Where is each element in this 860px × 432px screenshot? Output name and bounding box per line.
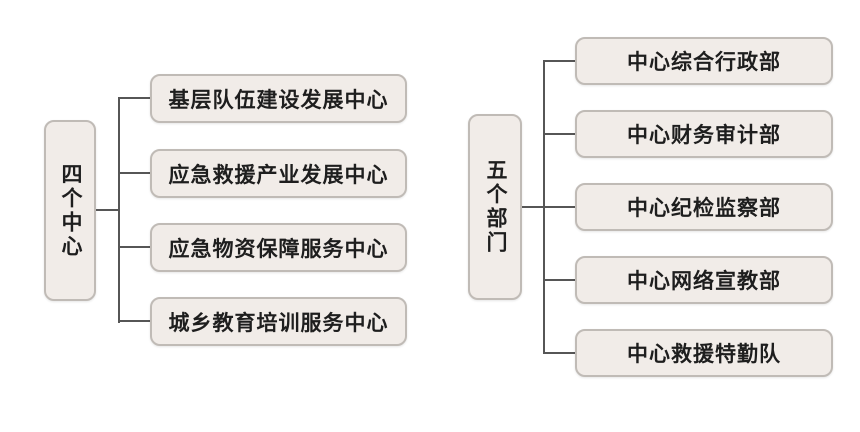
connector-line (544, 133, 575, 135)
four-centers-root-box: 四个中心 (44, 120, 96, 301)
connector-line (119, 172, 150, 174)
connector-line (119, 246, 150, 248)
five-departments-root-box: 五个部门 (468, 114, 522, 300)
connector-line (544, 206, 575, 208)
connector-line (544, 60, 575, 62)
connector-line (119, 320, 150, 322)
org-node-network-publicity-dept: 中心网络宣教部 (575, 256, 833, 304)
connector-line (96, 209, 118, 211)
connector-line (522, 206, 543, 208)
org-node-grassroots-team-center: 基层队伍建设发展中心 (150, 74, 407, 123)
org-node-discipline-inspection-dept: 中心纪检监察部 (575, 183, 833, 231)
org-node-finance-audit-dept: 中心财务审计部 (575, 110, 833, 158)
org-node-general-admin-dept: 中心综合行政部 (575, 37, 833, 85)
org-node-urban-rural-education-center: 城乡教育培训服务中心 (150, 297, 407, 346)
connector-line (118, 97, 120, 323)
org-node-rescue-special-service-team: 中心救援特勤队 (575, 329, 833, 377)
connector-line (119, 97, 150, 99)
connector-line (544, 279, 575, 281)
connector-line (544, 352, 575, 354)
org-node-emergency-supplies-center: 应急物资保障服务中心 (150, 223, 407, 272)
org-node-emergency-rescue-industry-center: 应急救援产业发展中心 (150, 149, 407, 198)
